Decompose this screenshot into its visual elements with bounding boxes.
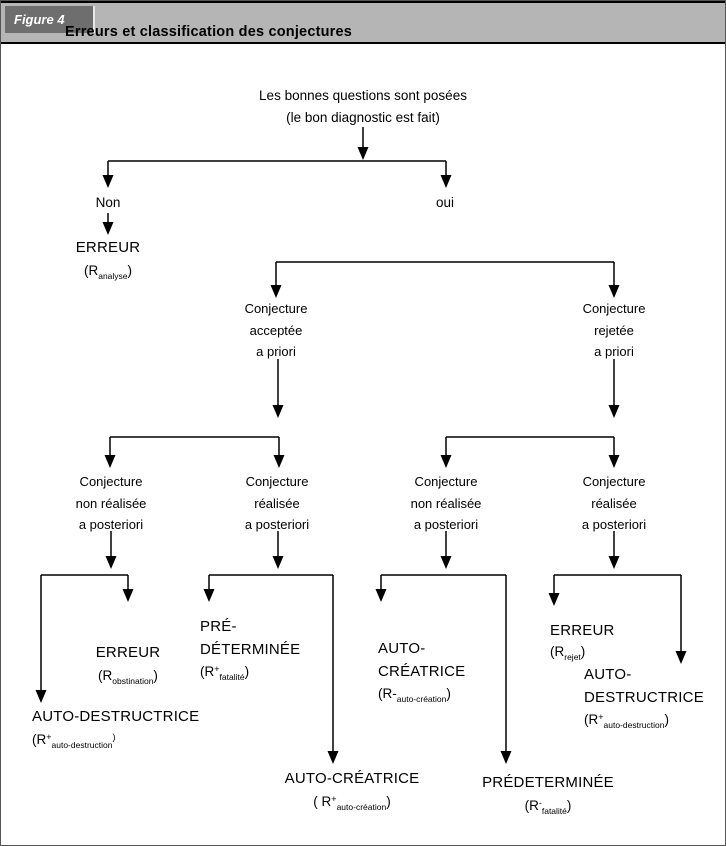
node-conj-realisee-droite: Conjecture réalisée a posteriori [581,474,647,532]
root-question-line1: Les bonnes questions sont posées [259,88,467,103]
node-conjecture-acceptee: Conjecture acceptée a priori [244,301,308,359]
r-notation-auto-destruction-droite: (R+auto-destruction) [584,712,669,730]
figure-title: Erreurs et classification des conjecture… [65,24,353,40]
r-notation-auto-creation-plus: ( R+auto-création) [313,793,391,812]
r-notation-analyse: (Ranalyse) [83,262,133,281]
node-conj-non-realisee-gauche: Conjecture non réalisée a posteriori [75,474,147,532]
leaf-title: ERREUR [75,239,141,256]
leaf-auto-creatrice-droite: AUTO- CRÉATRICE (R-auto-création) [378,640,466,704]
leaf-auto-destructrice-gauche: AUTO-DESTRUCTRICE (R+auto-destruction) [32,708,200,750]
figure-number-badge: Figure 4 [5,6,95,33]
leaf-predeterminee-bas: PRÉDETERMINÉE (R-fatalité) [482,774,614,816]
leaf-auto-destructrice-droite: AUTO- DESTRUCTRICE (R+auto-destruction) [584,666,704,730]
r-notation-obstination: (Robstination) [98,667,158,686]
leaf-auto-creatrice-bas: AUTO-CRÉATRICE ( R+auto-création) [284,770,420,812]
r-notation-fatalite-plus: (R+fatalité) [200,664,250,682]
figure-header-bar: Figure 4 Erreurs et classification des c… [1,1,725,44]
leaf-erreur-analyse: ERREUR (Ranalyse) [76,237,141,281]
node-conj-realisee-gauche: Conjecture réalisée a posteriori [244,474,310,532]
connector-lines [40,127,682,753]
branch-label-oui: oui [435,195,455,210]
leaf-erreur-obstination: ERREUR (Robstination) [95,644,161,686]
r-notation-auto-destruction-gauche: (R+auto-destruction) [32,731,116,750]
leaf-erreur-rejet: ERREUR (Rrejet) [550,622,615,662]
branch-label-non: Non [95,195,121,210]
node-conj-non-realisee-droite: Conjecture non réalisée a posteriori [410,474,482,532]
leaf-predeterminee-gauche: PRÉ- DÉTERMINÉE (R+fatalité) [200,618,301,682]
r-notation-auto-creation-moins: (R-auto-création) [378,686,451,704]
node-conjecture-rejetee: Conjecture rejetée a priori [582,301,646,359]
r-notation-fatalite-moins: (R-fatalité) [524,797,572,816]
root-question-node: Les bonnes questions sont posées (le bon… [259,85,467,128]
root-question-line2: (le bon diagnostic est fait) [286,109,440,125]
r-notation-rejet: (Rrejet) [550,643,586,662]
